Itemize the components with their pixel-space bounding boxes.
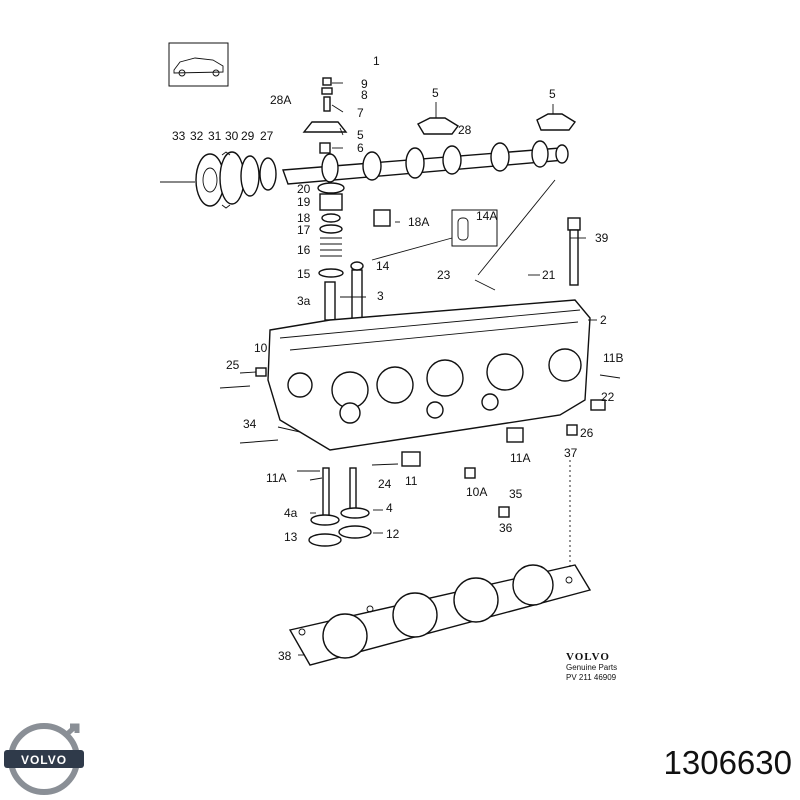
callout-11: 11 (405, 474, 418, 488)
small-parts (219, 367, 621, 518)
callout-6: 6 (357, 141, 364, 155)
camshaft-pulley-assembly (160, 151, 277, 209)
callout-11a-left: 11A (266, 471, 286, 485)
callout-4a: 4a (284, 506, 298, 520)
callout-12: 12 (386, 527, 400, 541)
part-number: 1306630 (664, 744, 792, 781)
volvo-iron-mark-logo: VOLVO (4, 723, 84, 795)
callout-11b: 11B (603, 351, 623, 365)
callout-39: 39 (595, 231, 609, 245)
callout-16: 16 (297, 243, 311, 257)
valve-train-stack (302, 77, 391, 321)
valves (308, 467, 372, 547)
callout-38: 38 (278, 649, 292, 663)
callout-18a: 18A (408, 215, 429, 229)
callout-26: 26 (580, 426, 594, 440)
callout-36: 36 (499, 521, 513, 535)
callout-29: 29 (241, 129, 255, 143)
callout-14: 14 (376, 259, 390, 273)
callout-3: 3 (377, 289, 384, 303)
callout-18: 18 (297, 211, 311, 225)
leader-lines (239, 82, 597, 656)
callout-11a-right: 11A (510, 451, 530, 465)
car-thumbnail (168, 42, 229, 87)
bolt-39 (567, 217, 581, 286)
genuine-parts-note: VOLVO Genuine Parts PV 211 46909 (566, 651, 617, 682)
callout-17: 17 (297, 223, 311, 237)
callout-10: 10 (254, 341, 268, 355)
callout-5-b: 5 (432, 86, 439, 100)
callout-2: 2 (600, 313, 607, 327)
callout-20: 20 (297, 182, 311, 196)
detail-box-14a (371, 209, 498, 261)
callout-31: 31 (208, 129, 222, 143)
callout-27: 27 (260, 129, 274, 143)
callout-19: 19 (297, 195, 311, 209)
callout-13: 13 (284, 530, 298, 544)
callout-34: 34 (243, 417, 257, 431)
callout-5-a: 5 (357, 128, 364, 142)
callout-9: 9 (361, 77, 368, 91)
callout-7: 7 (357, 106, 364, 120)
head-gasket (288, 460, 592, 666)
note-line1: Genuine Parts (566, 663, 617, 672)
bearing-cap-left (417, 117, 460, 135)
camshaft (282, 140, 569, 185)
callout-32: 32 (190, 129, 204, 143)
callout-1: 1 (373, 54, 380, 68)
callout-30: 30 (225, 129, 239, 143)
callout-22: 22 (601, 390, 615, 404)
callout-35: 35 (509, 487, 523, 501)
callout-15: 15 (297, 267, 311, 281)
callout-28: 28 (458, 123, 472, 137)
callout-14a: 14A (476, 209, 497, 223)
callout-25: 25 (226, 358, 240, 372)
callout-37: 37 (564, 446, 578, 460)
callout-21: 21 (542, 268, 556, 282)
note-brand: VOLVO (566, 651, 610, 663)
callout-10a: 10A (466, 485, 487, 499)
callout-28a: 28A (270, 93, 291, 107)
callout-33: 33 (172, 129, 186, 143)
callout-labels: 1 9 8 7 5 6 28A 33 32 31 30 29 27 5 5 28… (172, 54, 623, 663)
cylinder-head (267, 299, 591, 451)
logo-wordmark: VOLVO (21, 753, 67, 767)
callout-4: 4 (386, 501, 393, 515)
callout-24: 24 (378, 477, 392, 491)
callout-8: 8 (361, 88, 368, 102)
bearing-cap-right (536, 113, 577, 131)
callout-5-c: 5 (549, 87, 556, 101)
callout-23: 23 (437, 268, 451, 282)
callout-3a: 3a (297, 294, 311, 308)
note-line2: PV 211 46909 (566, 673, 617, 682)
